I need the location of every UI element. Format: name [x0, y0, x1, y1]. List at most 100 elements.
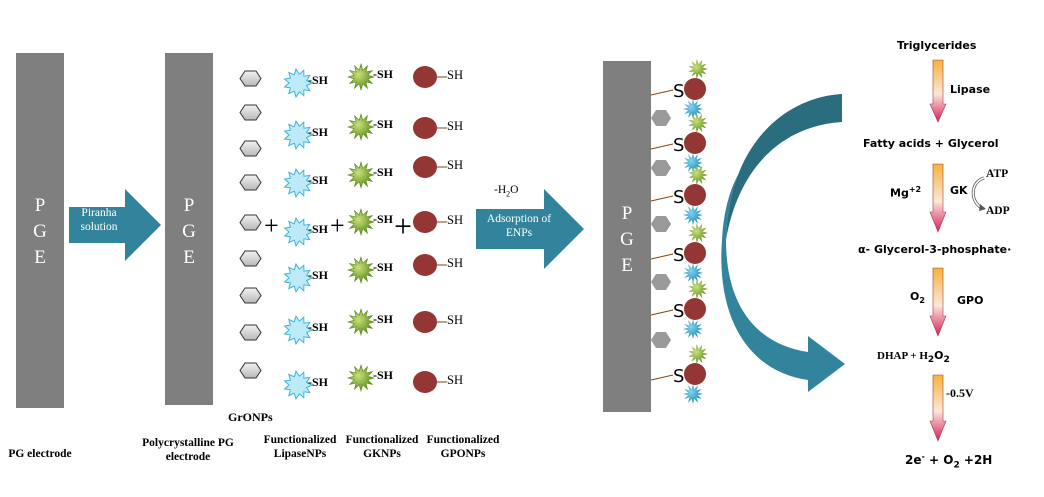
enzyme-cluster	[650, 165, 708, 225]
gpo-np-caption: Functionalized GPONPs	[426, 434, 500, 460]
gronp-hexagon-icon	[239, 70, 262, 87]
pathway-arrow-2	[929, 163, 947, 233]
oxygen-label: O2	[910, 290, 925, 306]
lipase-np-caption: Functionalized LipaseNPs	[263, 434, 337, 460]
enzyme-cluster	[650, 59, 708, 119]
curved-arrow	[721, 94, 845, 392]
lipase-nanoparticle-icon	[283, 216, 314, 248]
lipase-nanoparticle-icon	[283, 167, 314, 199]
sulfur-bond-label: S	[673, 187, 685, 208]
thiol-label: -SH	[308, 73, 329, 87]
electrode-label: P G E	[182, 195, 196, 268]
lipase-label: Lipase	[950, 83, 991, 96]
enzyme-cluster	[650, 223, 708, 283]
thiol-label: -SH	[308, 173, 329, 187]
dhap-h2o2-label: DHAP + H2O2	[877, 349, 950, 366]
thiol-label: -SH	[373, 368, 394, 382]
gronp-hexagon-icon	[239, 362, 262, 379]
plus-sign: +	[264, 211, 279, 240]
gronp-hexagon-icon	[239, 324, 262, 341]
thiol-label: SH	[447, 158, 463, 172]
enzyme-cluster	[650, 279, 708, 339]
lipase-nanoparticle-icon	[283, 262, 314, 294]
adsorption-label: Adsorption of ENPs	[486, 213, 552, 239]
gk-nanoparticle-icon	[346, 307, 376, 337]
gronp-hexagon-icon	[239, 250, 262, 267]
thiol-label: SH	[447, 213, 463, 227]
atp-label: ATP	[986, 168, 1009, 180]
lipase-nanoparticle-icon	[283, 314, 314, 346]
triglycerides-label: Triglycerides	[897, 39, 977, 52]
pg-electrode-modified: P G E	[603, 61, 651, 412]
sulfur-bond-label: S	[673, 81, 685, 102]
gk-nanoparticle-icon	[346, 160, 376, 190]
thiol-label: -SH	[373, 165, 394, 179]
thiol-label: -SH	[373, 212, 394, 226]
gk-nanoparticle-icon	[346, 112, 376, 142]
gronp-adsorbed-icon	[651, 216, 671, 232]
electrode-label: P G E	[620, 203, 634, 276]
sulfur-bond-label: S	[673, 135, 685, 156]
adp-label: ADP	[986, 205, 1010, 217]
voltage-label: -0.5V	[946, 386, 974, 400]
gpo-nanoparticle-icon	[413, 117, 447, 139]
pathway-arrow-4	[929, 374, 947, 442]
thiol-label: -SH	[373, 67, 394, 81]
gronp-hexagon-icon	[239, 214, 262, 231]
thiol-label: -SH	[308, 320, 329, 334]
thiol-label: SH	[447, 119, 463, 133]
sulfur-bond-label: S	[673, 245, 685, 266]
pg-electrode-bare: P G E	[16, 53, 64, 408]
gronp-adsorbed-icon	[651, 160, 671, 176]
sulfur-bond-label: S	[673, 301, 685, 322]
gronp-adsorbed-icon	[651, 274, 671, 290]
gk-nanoparticle-icon	[346, 363, 376, 393]
thiol-label: -SH	[373, 312, 394, 326]
gronps-caption: GrONPs	[228, 410, 273, 424]
gronp-adsorbed-icon	[651, 332, 671, 348]
piranha-arrow	[69, 189, 161, 261]
pathway-arrow-3	[929, 267, 947, 337]
pg-electrode-polycrystalline: P G E	[165, 53, 213, 405]
plus-sign: +	[394, 208, 413, 244]
gpo-nanoparticle-icon	[413, 211, 447, 233]
gpo-label: GPO	[957, 294, 984, 307]
enzyme-cluster	[650, 344, 708, 404]
thiol-label: SH	[447, 313, 463, 327]
adsorption-arrow	[476, 189, 584, 269]
glycerol-3-phosphate-label: α- Glycerol-3-phosphate·	[858, 243, 1012, 256]
pg-electrode-caption: PG electrode	[8, 448, 72, 460]
thiol-label: -SH	[308, 268, 329, 282]
thiol-label: SH	[447, 373, 463, 387]
plus-sign: +	[330, 211, 345, 240]
products-label: 2e- + O2 +2H	[905, 452, 993, 471]
gk-label: GK	[950, 184, 968, 197]
gk-nanoparticle-icon	[346, 207, 376, 237]
electrode-label: P G E	[33, 195, 47, 268]
gpo-nanoparticle-icon	[413, 311, 447, 333]
enzyme-cluster	[650, 113, 708, 173]
thiol-label: SH	[447, 256, 463, 270]
piranha-label: Piranha solution	[80, 207, 118, 233]
gk-nanoparticle-icon	[346, 62, 376, 92]
gronp-hexagon-icon	[239, 287, 262, 304]
gpo-nanoparticle-icon	[413, 66, 447, 88]
gronp-hexagon-icon	[239, 104, 262, 121]
gpo-nanoparticle-icon	[413, 156, 447, 178]
thiol-label: -SH	[308, 125, 329, 139]
lipase-nanoparticle-icon	[283, 119, 314, 151]
thiol-label: -SH	[373, 117, 394, 131]
gpo-nanoparticle-icon	[413, 254, 447, 276]
atp-adp-curve-icon	[971, 176, 986, 211]
lipase-nanoparticle-icon	[283, 67, 314, 99]
gronp-hexagon-icon	[239, 174, 262, 191]
thiol-label: -SH	[373, 260, 394, 274]
lipase-nanoparticle-icon	[283, 369, 314, 401]
fatty-acids-glycerol-label: Fatty acids + Glycerol	[863, 137, 999, 150]
mg-cofactor-label: Mg+2	[890, 185, 922, 200]
thiol-label: SH	[447, 68, 463, 82]
water-loss-label: -H2O	[494, 184, 519, 199]
thiol-label: -SH	[308, 375, 329, 389]
gronp-adsorbed-icon	[651, 110, 671, 126]
pathway-arrow-1	[929, 59, 947, 123]
